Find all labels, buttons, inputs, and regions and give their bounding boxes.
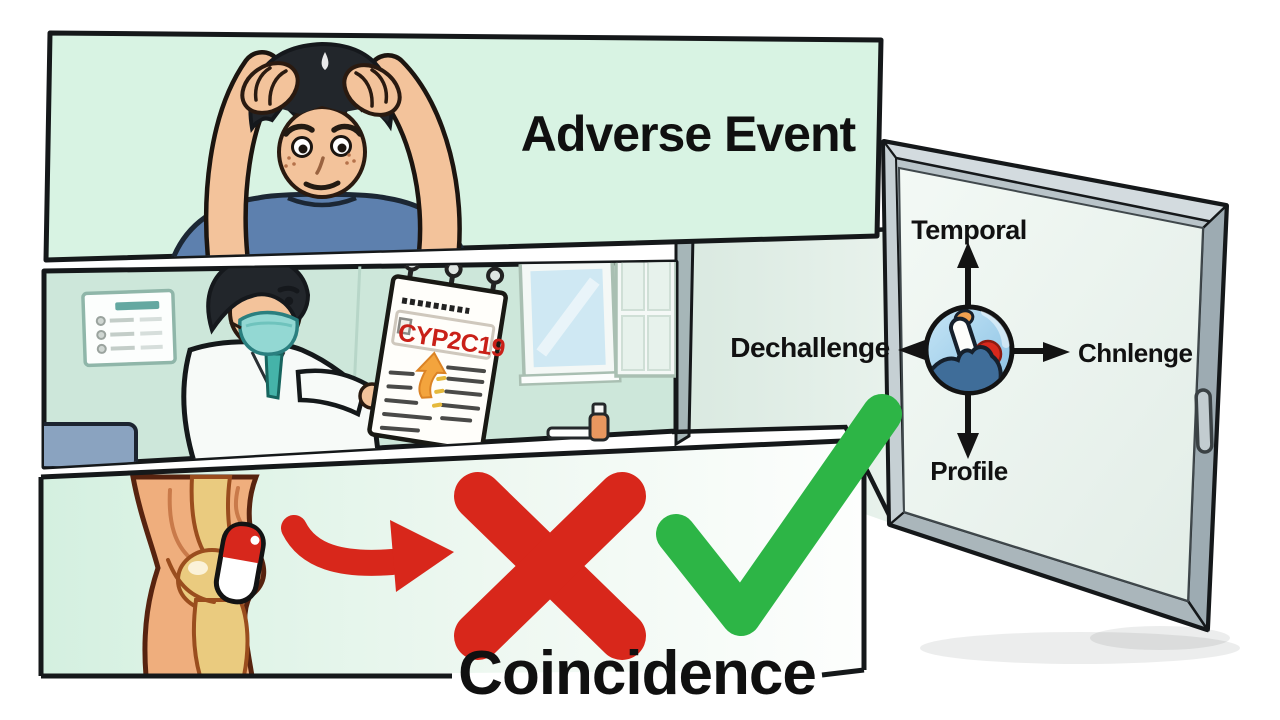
wall-chart [81,288,177,368]
bone-lower [191,598,250,676]
green-check-icon [656,394,902,636]
cabinet [44,422,138,467]
causality-compass: Temporal Chnlenge Profile Dechallenge [730,215,1193,486]
pill-in-hand-icon [928,309,1010,391]
red-arrow-icon [281,515,454,592]
label-temporal: Temporal [911,215,1027,245]
board-shadow [920,632,1240,664]
panel-adverse-event: Adverse Event [43,30,884,263]
board-surface [897,166,1205,603]
clipboard-up-arrow-icon [414,351,447,399]
patient-frown [303,180,341,191]
adverse-event-title: Adverse Event [521,106,857,162]
sweat-drop [321,52,329,70]
window [518,262,622,386]
label-challenge: Chnlenge [1078,338,1192,368]
knee-illustration [129,474,267,676]
tray [546,426,596,440]
label-dechallenge: Dechallenge [730,332,889,363]
distressed-patient-illustration [168,41,470,260]
wall-divider [674,233,695,447]
coincidence-caption: Coincidence [458,639,816,708]
clipboard: CYP2C19 [367,262,508,454]
clipboard-lines [379,365,487,433]
panel-clinic: CYP2C19 [41,259,679,470]
clipboard-scribble [401,297,470,314]
checkbox-icon [396,316,413,336]
patient-face [277,105,367,199]
board-handle [1194,388,1214,454]
red-x-icon [454,472,646,660]
label-profile: Profile [930,456,1007,486]
face-mask [238,310,299,356]
glass-cabinet [614,262,676,378]
medicine-bottle [546,402,610,442]
doctor-tie [264,352,284,400]
assessment-board [881,138,1240,664]
capsule-pill [213,521,266,605]
panel-coincidence: Coincidence [38,437,867,708]
